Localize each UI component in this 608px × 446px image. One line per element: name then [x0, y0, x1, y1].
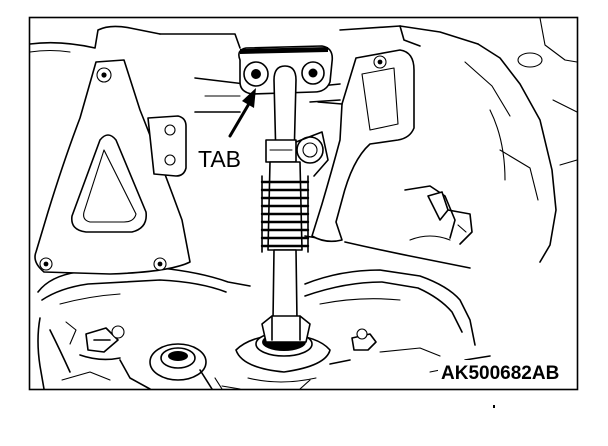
scan-speck: [493, 405, 495, 408]
tab-callout-label: TAB: [198, 146, 241, 172]
figure-code: AK500682AB: [441, 363, 559, 384]
figure-code-background: [438, 360, 562, 385]
engine-background: [29, 17, 578, 390]
shift-rod-assembly: [238, 45, 334, 343]
right-mount-bracket: [311, 49, 415, 243]
tab-callout-arrow: [228, 88, 256, 138]
left-mount-bracket: [34, 59, 191, 275]
